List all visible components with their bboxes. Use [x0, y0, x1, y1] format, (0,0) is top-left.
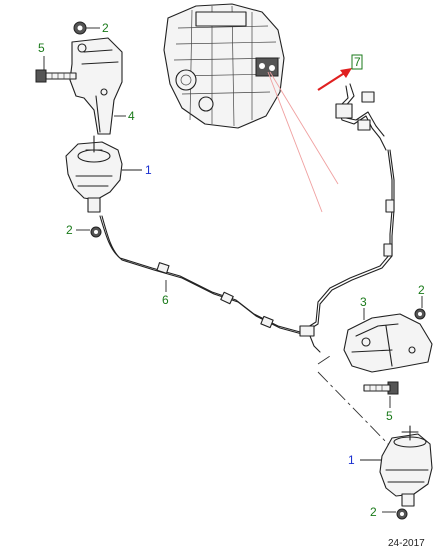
leader-lines [43, 27, 423, 513]
engine-mount-lower [379, 425, 433, 507]
callout-1-top: 1 [145, 163, 152, 177]
callout-5-top: 5 [38, 41, 45, 55]
engine-block [163, 3, 285, 129]
mount-bracket-lower [343, 313, 433, 373]
mount-bracket-upper [69, 37, 123, 135]
callout-2-mid: 2 [66, 223, 73, 237]
highlight-arrow [317, 68, 352, 91]
nut-right [414, 308, 426, 320]
callout-6: 6 [162, 293, 169, 307]
wiring-harness [99, 149, 395, 353]
callout-7-box: 7 [351, 54, 363, 70]
alignment-line [317, 355, 393, 449]
callout-2-bottom: 2 [370, 505, 377, 519]
bolt-lower [363, 381, 399, 395]
engine-guide-lines [267, 71, 339, 213]
engine-mount-upper [65, 135, 123, 213]
callout-4: 4 [128, 109, 135, 123]
callout-2-right: 2 [418, 283, 425, 297]
sensor-connector [335, 83, 387, 151]
nut-upper [73, 21, 87, 35]
reference-number: 24-2017 [388, 538, 425, 549]
nut-bottom [396, 508, 408, 520]
callout-7: 7 [354, 55, 361, 69]
nut-mid [90, 226, 102, 238]
bolt-upper [35, 69, 77, 83]
callout-5-mid: 5 [386, 409, 393, 423]
callout-2-top: 2 [102, 21, 109, 35]
callout-1-bottom: 1 [348, 453, 355, 467]
callout-3: 3 [360, 295, 367, 309]
